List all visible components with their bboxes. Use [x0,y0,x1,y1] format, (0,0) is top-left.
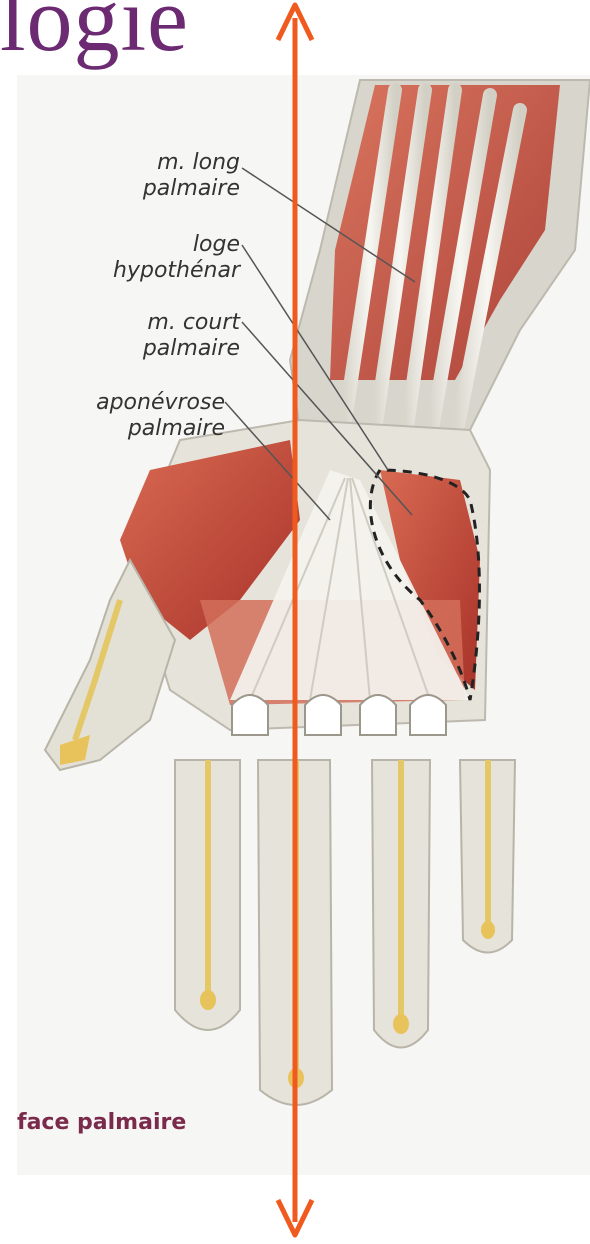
finger-nails [200,921,495,1088]
label-court-palmaire: m. court palmaire [60,310,240,362]
label-line: aponévrose [25,390,225,416]
label-line: m. long [60,150,240,176]
fingers [175,760,515,1105]
label-aponevrose: aponévrose palmaire [25,390,225,442]
label-hypothenar: loge hypothénar [30,232,240,284]
label-line: hypothénar [30,258,240,284]
finger-tendons [208,760,488,1085]
label-line: palmaire [25,416,225,442]
figure-caption: face palmaire [17,1110,186,1135]
label-long-palmaire: m. long palmaire [60,150,240,202]
label-line: loge [30,232,240,258]
label-line: m. court [60,310,240,336]
label-line: palmaire [60,176,240,202]
label-line: palmaire [60,336,240,362]
